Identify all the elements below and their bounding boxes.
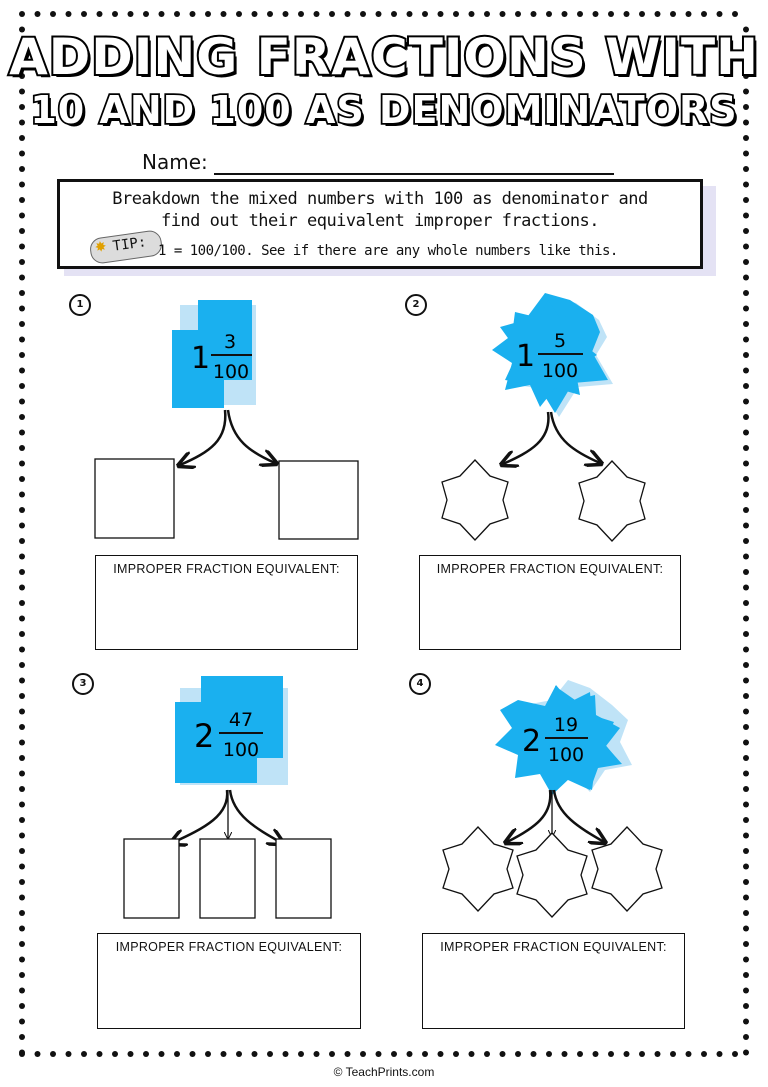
arrow-right	[552, 789, 604, 842]
instructions-box: Breakdown the mixed numbers with 100 as …	[57, 179, 703, 269]
arrow-left	[172, 789, 229, 843]
arrow-right	[226, 409, 275, 463]
problem-3: 2 47 100	[123, 676, 332, 919]
answer-box-2[interactable]: IMPROPER FRACTION EQUIVALENT:	[419, 555, 681, 650]
mixed-number-tile	[198, 300, 252, 380]
problem-2: 1 5 100	[441, 293, 646, 542]
answer-star-right[interactable]	[578, 460, 646, 542]
worksheet-title: ADDING FRACTIONS WITH	[7, 26, 760, 88]
answer-box-1[interactable]: IMPROPER FRACTION EQUIVALENT:	[95, 555, 358, 650]
answer-rect-middle[interactable]	[199, 838, 256, 919]
problem-1: 1 3 100	[94, 300, 359, 540]
instructions-line-1: Breakdown the mixed numbers with 100 as …	[112, 189, 648, 209]
answer-label: IMPROPER FRACTION EQUIVALENT:	[436, 562, 664, 576]
answer-star-right[interactable]	[591, 826, 663, 912]
answer-square-left[interactable]	[94, 458, 175, 539]
answer-star-middle[interactable]	[516, 832, 588, 918]
arrow-left	[180, 409, 227, 465]
problem-4: 2 19 100	[442, 680, 663, 918]
answer-label: IMPROPER FRACTION EQUIVALENT:	[440, 940, 667, 954]
instructions-line-2: find out their equivalent improper fract…	[160, 211, 600, 231]
numerator: 5	[554, 330, 566, 352]
denominator: 100	[542, 360, 578, 382]
whole-number: 2	[522, 724, 541, 759]
copyright-footer: © TeachPrints.com	[333, 1065, 435, 1079]
answer-label: IMPROPER FRACTION EQUIVALENT:	[115, 940, 343, 954]
answer-rect-right[interactable]	[275, 838, 332, 919]
arrow-left	[503, 411, 550, 464]
problem-number-1: 1	[69, 294, 91, 316]
arrow-right	[549, 411, 600, 463]
arrow-left	[507, 789, 552, 842]
numerator: 47	[229, 709, 253, 731]
numerator: 19	[554, 714, 578, 736]
problem-number-3: 3	[72, 673, 94, 695]
whole-number: 2	[194, 717, 214, 755]
denominator: 100	[548, 744, 584, 766]
whole-number: 1	[516, 339, 535, 374]
whole-number: 1	[191, 341, 210, 376]
mixed-number-tile	[201, 676, 283, 758]
worksheet-subtitle: 10 AND 100 AS DENOMINATORS	[29, 86, 739, 134]
answer-box-3[interactable]: IMPROPER FRACTION EQUIVALENT:	[97, 933, 361, 1029]
problem-number-4: 4	[409, 673, 431, 695]
name-field[interactable]	[214, 173, 614, 175]
answer-star-left[interactable]	[441, 459, 509, 541]
denominator: 100	[223, 739, 259, 761]
answer-square-right[interactable]	[278, 460, 359, 540]
mixed-number-star	[555, 686, 622, 790]
answer-rect-left[interactable]	[123, 838, 180, 919]
answer-star-left[interactable]	[442, 826, 514, 912]
arrow-right	[228, 789, 282, 843]
problem-number-2: 2	[405, 294, 427, 316]
numerator: 3	[224, 331, 236, 353]
tip-text: 1 = 100/100. See if there are any whole …	[158, 243, 618, 259]
answer-label: IMPROPER FRACTION EQUIVALENT:	[113, 562, 340, 576]
denominator: 100	[213, 361, 249, 383]
name-label: Name:	[142, 150, 208, 174]
answer-box-4[interactable]: IMPROPER FRACTION EQUIVALENT:	[422, 933, 685, 1029]
